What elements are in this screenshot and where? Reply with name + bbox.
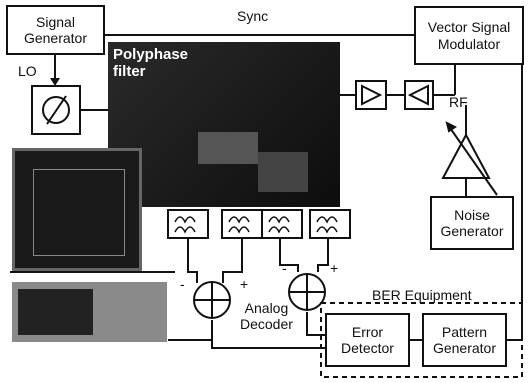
analog-decoder-label: Analog Decoder xyxy=(240,300,293,332)
right-loop-line xyxy=(500,30,522,340)
ber-equipment-label: BER Equipment xyxy=(372,287,472,303)
filter-2-icon xyxy=(222,210,262,238)
summer-1-plus: + xyxy=(240,276,248,292)
filter-4-icon xyxy=(310,210,350,238)
error-detector-block: Error Detector xyxy=(325,313,410,367)
filter-3-icon xyxy=(262,210,302,238)
summer-2-minus: - xyxy=(282,260,287,276)
polyphase-filter-photo: Polyphase filter xyxy=(108,42,340,207)
summer-2-plus: + xyxy=(330,260,338,276)
rf-label: RF xyxy=(449,94,468,110)
signal-generator-block: Signal Generator xyxy=(6,5,105,55)
filter-1-icon xyxy=(168,210,208,238)
pattern-generator-block: Pattern Generator xyxy=(422,313,507,367)
vector-signal-modulator-block: Vector Signal Modulator xyxy=(414,6,524,65)
variable-attenuator-icon xyxy=(443,123,497,195)
polyphase-filter-label: Polyphase filter xyxy=(113,47,188,80)
chip-photo xyxy=(12,148,142,271)
noise-generator-block: Noise Generator xyxy=(430,196,514,250)
oscilloscope-photo xyxy=(12,282,167,342)
sync-label: Sync xyxy=(237,8,268,24)
lo-label: LO xyxy=(18,63,37,79)
summer-1-minus: - xyxy=(180,276,185,292)
phase-shifter-icon xyxy=(32,86,80,134)
